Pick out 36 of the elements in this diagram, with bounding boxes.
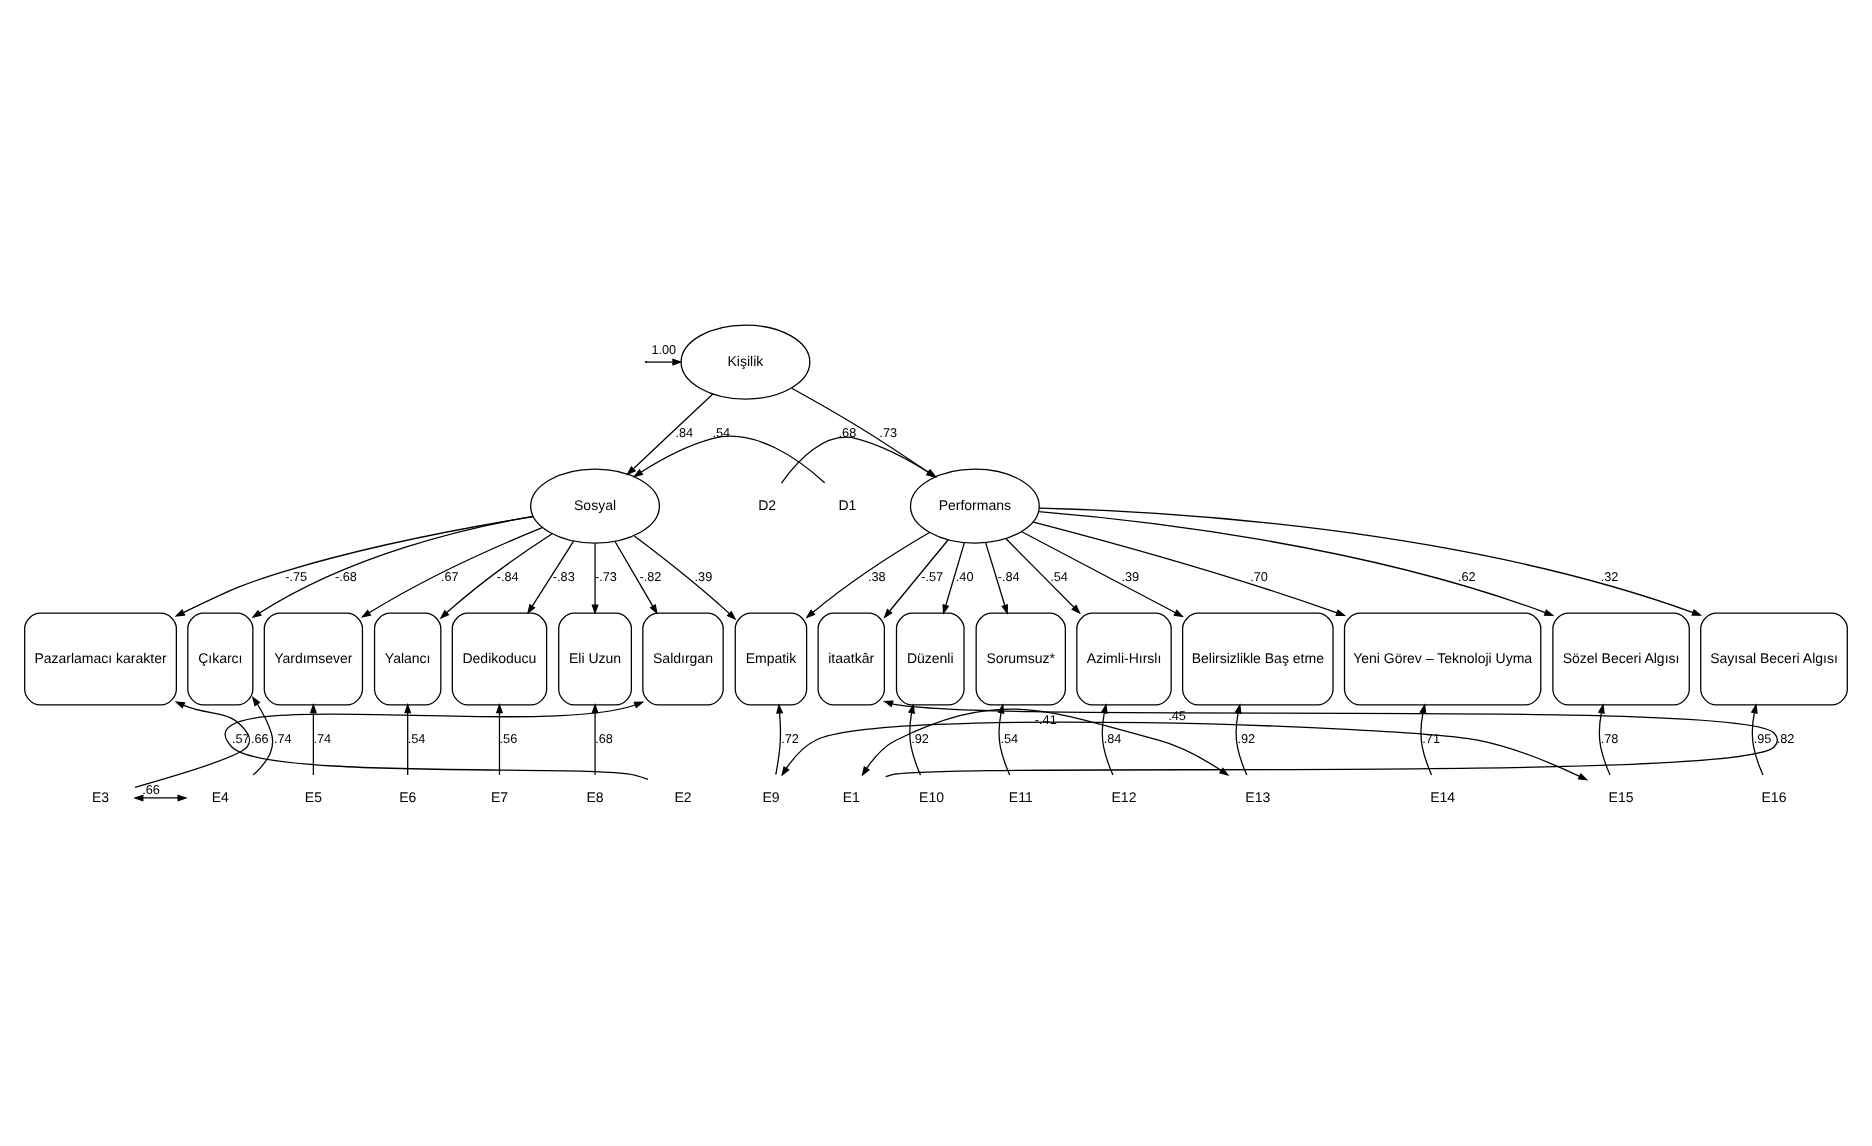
arrow [614, 540, 658, 615]
arrow [646, 358, 683, 366]
arrow [360, 527, 543, 618]
arrow [805, 531, 931, 619]
arrow [1750, 703, 1764, 776]
arrow [224, 701, 649, 780]
arrow [495, 703, 504, 776]
arrow [439, 533, 553, 620]
arrow [1038, 507, 1703, 616]
arrow [1100, 703, 1114, 776]
arrow [942, 542, 966, 615]
arrow [309, 703, 317, 776]
arrow [781, 721, 1589, 781]
arrow [861, 708, 1230, 777]
arrow [591, 542, 599, 615]
arrow [1005, 537, 1081, 615]
arrow [1032, 521, 1347, 617]
arrow [527, 540, 575, 615]
arrow [251, 695, 274, 776]
arrow [1419, 703, 1433, 776]
arrow [883, 539, 949, 619]
arrow [775, 703, 784, 776]
arrow [633, 535, 737, 621]
arrow [134, 701, 251, 788]
arrow [626, 393, 714, 476]
arrow [251, 515, 534, 619]
arrow [404, 703, 412, 776]
arrow [985, 542, 1009, 615]
arrow [632, 435, 826, 484]
arrow [591, 703, 599, 776]
arrow [1021, 531, 1184, 618]
arrow [1597, 703, 1611, 776]
arrow [1038, 511, 1555, 617]
arrow [133, 794, 188, 802]
arrow [908, 703, 922, 776]
arrow [174, 516, 534, 617]
